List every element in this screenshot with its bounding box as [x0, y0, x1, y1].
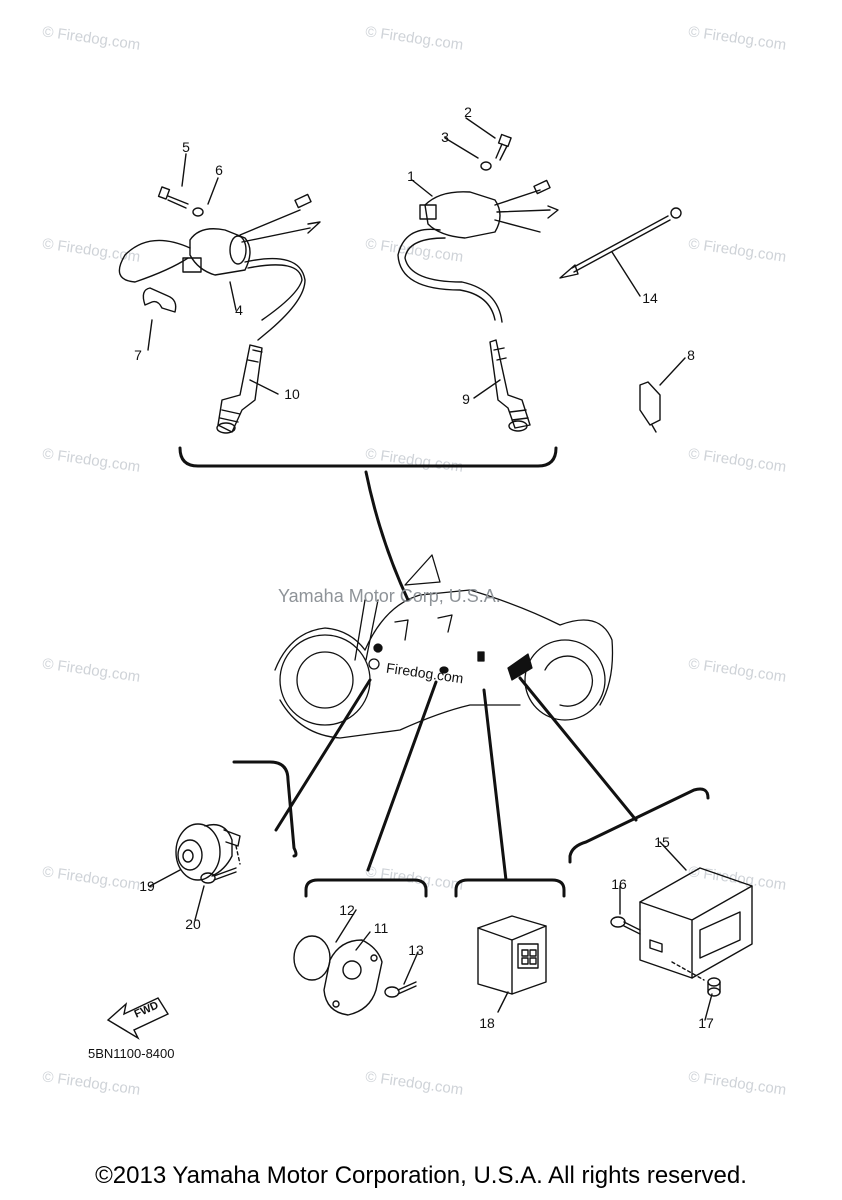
bolt-5 [157, 186, 189, 209]
ignition-coil-right [397, 179, 559, 323]
ignition-coil-left [118, 193, 321, 341]
callout-3: 3 [441, 129, 449, 145]
callout-19: 19 [139, 878, 155, 894]
callout-6: 6 [215, 162, 223, 178]
callout-9: 9 [462, 391, 470, 407]
callout-10: 10 [284, 386, 300, 402]
sensor-11 [323, 939, 383, 1016]
clip-8 [639, 381, 661, 433]
cdi-unit-15 [639, 867, 753, 981]
group-bracket-sensor [304, 878, 428, 898]
leader-line [366, 680, 438, 872]
callout-16: 16 [611, 876, 627, 892]
callout-11: 11 [373, 920, 389, 936]
group-bracket-relay [454, 878, 566, 898]
spark-plug-cap-9 [489, 339, 531, 432]
fwd-arrow [106, 997, 170, 1040]
callout-1: 1 [407, 168, 415, 184]
leader-line [518, 676, 638, 822]
callout-2: 2 [464, 104, 472, 120]
washer-3 [480, 161, 492, 171]
group-bracket-horn [232, 760, 298, 858]
callout-20: 20 [185, 916, 201, 932]
callout-5: 5 [182, 139, 190, 155]
lead-wire-14 [559, 207, 682, 279]
group-bracket-cdi [568, 787, 710, 864]
leader-line [364, 470, 410, 602]
callout-7: 7 [134, 347, 142, 363]
callout-15: 15 [654, 834, 670, 850]
part-code: 5BN1100-8400 [88, 1046, 175, 1061]
clamp-7 [142, 287, 177, 313]
o-ring-12 [293, 935, 331, 981]
screw-13 [384, 981, 417, 998]
horn-19 [175, 823, 241, 881]
leader-line [482, 688, 508, 882]
bolt-20 [200, 845, 241, 884]
collar-17 [707, 977, 721, 997]
bolt-2 [495, 133, 512, 161]
spark-plug-cap-10 [216, 344, 263, 434]
callout-8: 8 [687, 347, 695, 363]
callout-18: 18 [479, 1015, 495, 1031]
callout-12: 12 [339, 902, 355, 918]
relay-18 [477, 915, 547, 995]
group-bracket-top [178, 446, 558, 468]
callout-4: 4 [235, 302, 243, 318]
callout-14: 14 [642, 290, 658, 306]
callout-17: 17 [698, 1015, 714, 1031]
copyright-notice: ©2013 Yamaha Motor Corporation, U.S.A. A… [95, 1162, 747, 1189]
screw-16 [610, 916, 641, 935]
center-watermark: Yamaha Motor Corp, U.S.A. [278, 586, 501, 606]
washer-6 [192, 207, 204, 217]
motorcycle-silhouette [274, 554, 614, 739]
callout-13: 13 [408, 942, 424, 958]
